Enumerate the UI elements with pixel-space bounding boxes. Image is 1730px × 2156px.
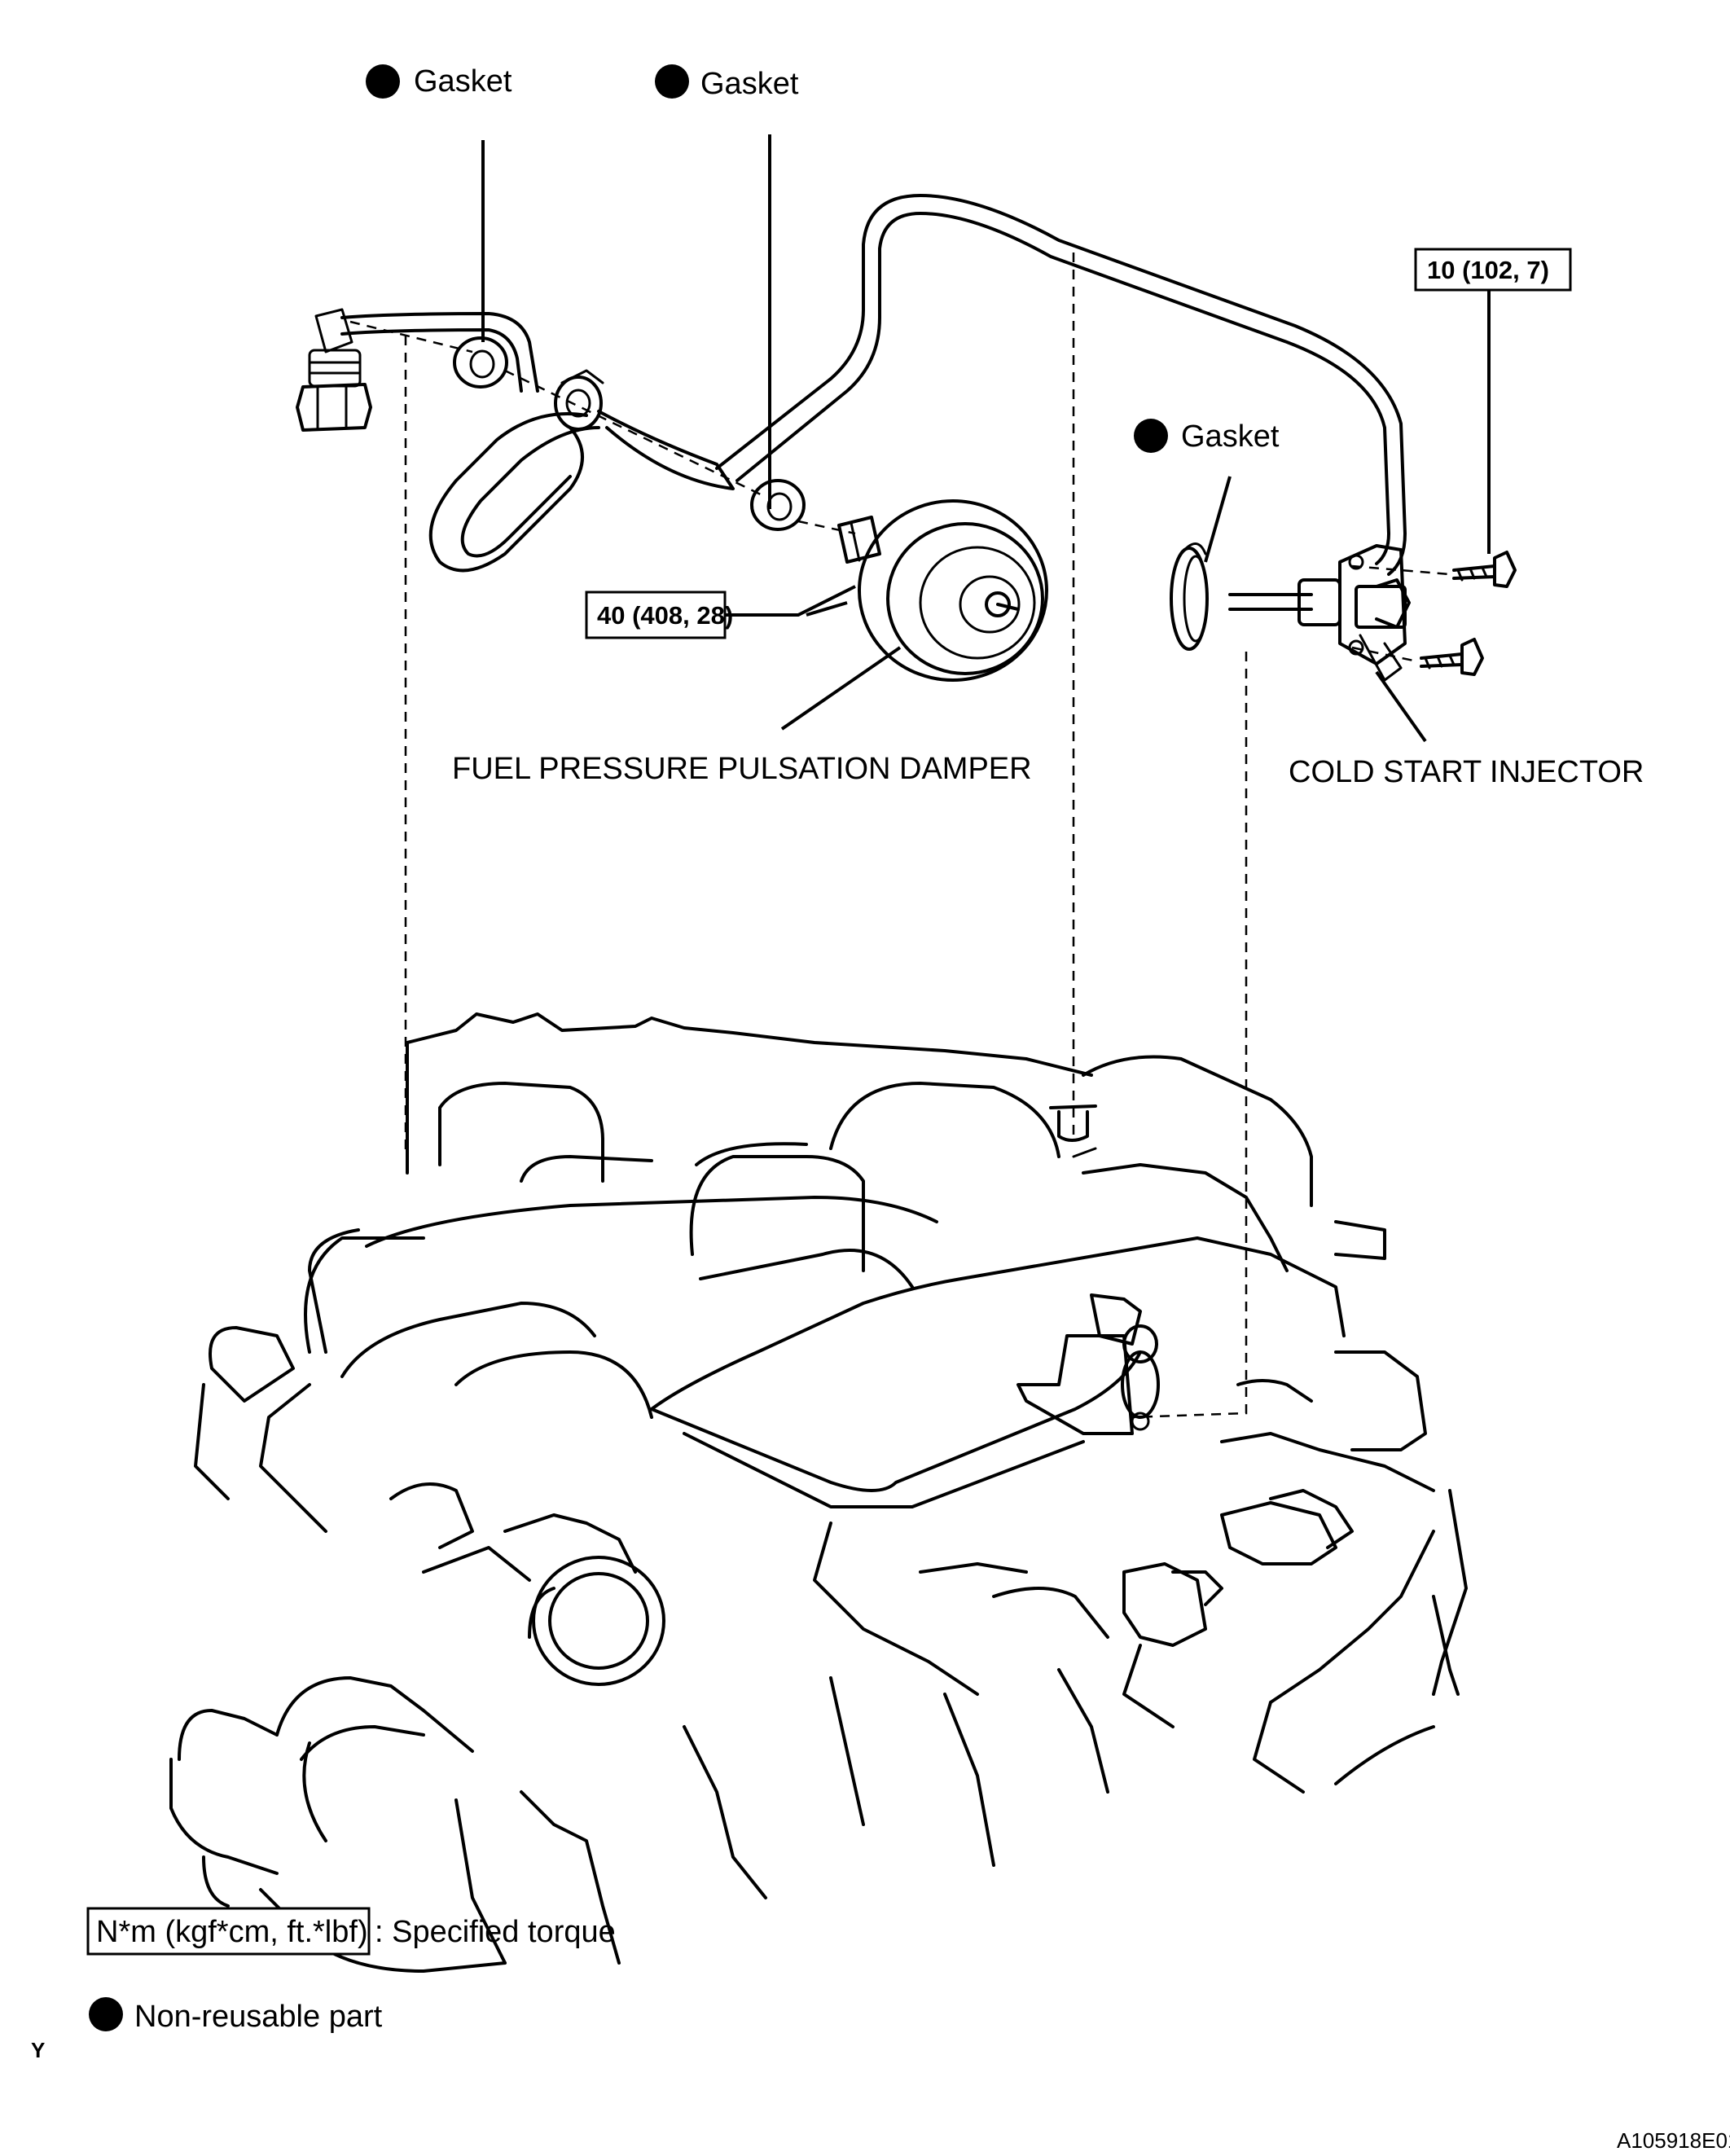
torque-box-injector <box>1414 248 1572 292</box>
nonreusable-marker-icon <box>1134 419 1168 453</box>
legend-torque-unit: N*m (kgf*cm, ft.*lbf) <box>96 1915 368 1949</box>
corner-mark: Y <box>31 2038 45 2062</box>
injector-label: COLD START INJECTOR <box>1289 755 1644 789</box>
fuel-pressure-pulsation-damper <box>837 499 1048 682</box>
nonreusable-marker-icon <box>366 64 400 99</box>
gasket-2 <box>750 479 806 531</box>
torque-spec-injector: 10 (102, 7) <box>1427 256 1549 284</box>
torque-box-damper <box>585 591 727 639</box>
damper-label: FUEL PRESSURE PULSATION DAMPER <box>452 752 1032 786</box>
nonreusable-marker-icon <box>89 1997 123 2031</box>
legend-torque-box <box>86 1907 371 1956</box>
gasket-label-3: Gasket <box>1181 419 1280 454</box>
cold-start-injector <box>1228 544 1411 682</box>
legend-nonreusable-text: Non-reusable part <box>134 2000 383 2034</box>
gasket-3 <box>1170 542 1209 651</box>
gasket-label-2: Gasket <box>700 67 799 101</box>
nonreusable-marker-icon <box>655 64 689 99</box>
gasket-1 <box>453 336 508 389</box>
legend-torque-text: : Specified torque <box>375 1915 616 1949</box>
engine-assembly <box>169 1012 1468 1973</box>
figure-id: A105918E01 <box>1617 2128 1730 2153</box>
gasket-label-1: Gasket <box>414 64 512 99</box>
torque-spec-damper: 40 (408, 28) <box>597 601 733 630</box>
bolt-lower <box>1420 638 1484 676</box>
fuel-pipe <box>296 194 1407 576</box>
bolt-upper <box>1452 551 1517 588</box>
